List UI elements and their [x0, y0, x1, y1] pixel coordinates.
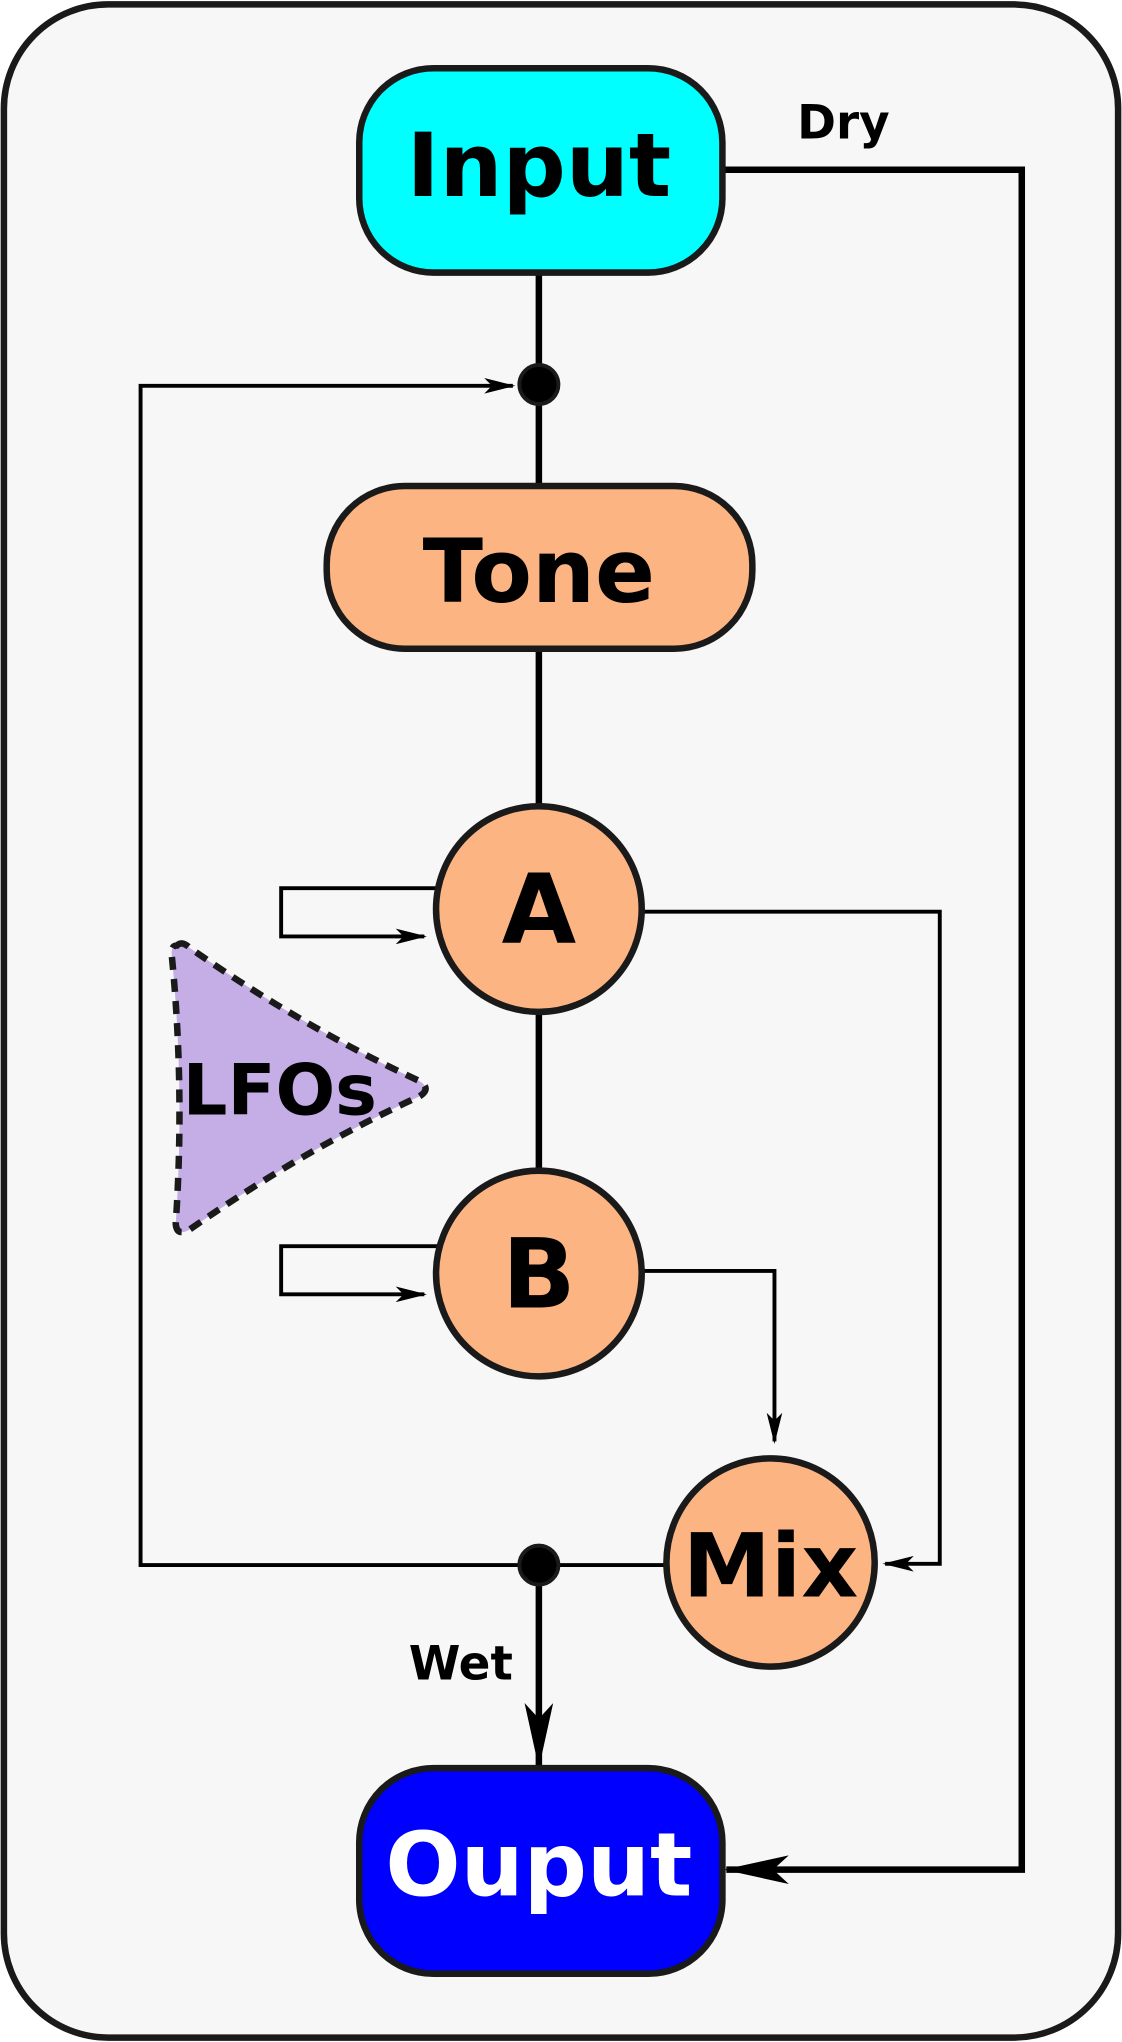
dry-path: [722, 166, 1026, 1884]
node-a: A: [432, 802, 645, 1016]
wet-label: Wet: [409, 1638, 513, 1692]
node-output: Ouput: [355, 1764, 726, 1978]
junction-top: [517, 363, 561, 406]
node-mix-label: Mix: [683, 1514, 859, 1617]
node-b-label: B: [502, 1218, 575, 1330]
node-lfos: LFOs: [168, 940, 429, 1236]
node-b: B: [432, 1167, 645, 1380]
feedback-path: [138, 377, 539, 1568]
b-to-mix-path: [641, 1268, 783, 1445]
a-to-mix-path: [641, 909, 942, 1572]
a-self-loop: [279, 886, 446, 945]
node-a-label: A: [502, 854, 577, 966]
node-input: Input: [355, 64, 726, 276]
node-lfos-label: LFOs: [183, 1050, 377, 1132]
b-self-loop: [279, 1244, 440, 1303]
node-output-label: Ouput: [385, 1814, 692, 1917]
node-input-label: Input: [407, 114, 672, 217]
dry-label: Dry: [797, 96, 890, 150]
junction-bottom: [517, 1543, 561, 1587]
node-tone-label: Tone: [423, 520, 655, 623]
node-tone: Tone: [323, 482, 756, 652]
node-mix: Mix: [663, 1455, 878, 1670]
